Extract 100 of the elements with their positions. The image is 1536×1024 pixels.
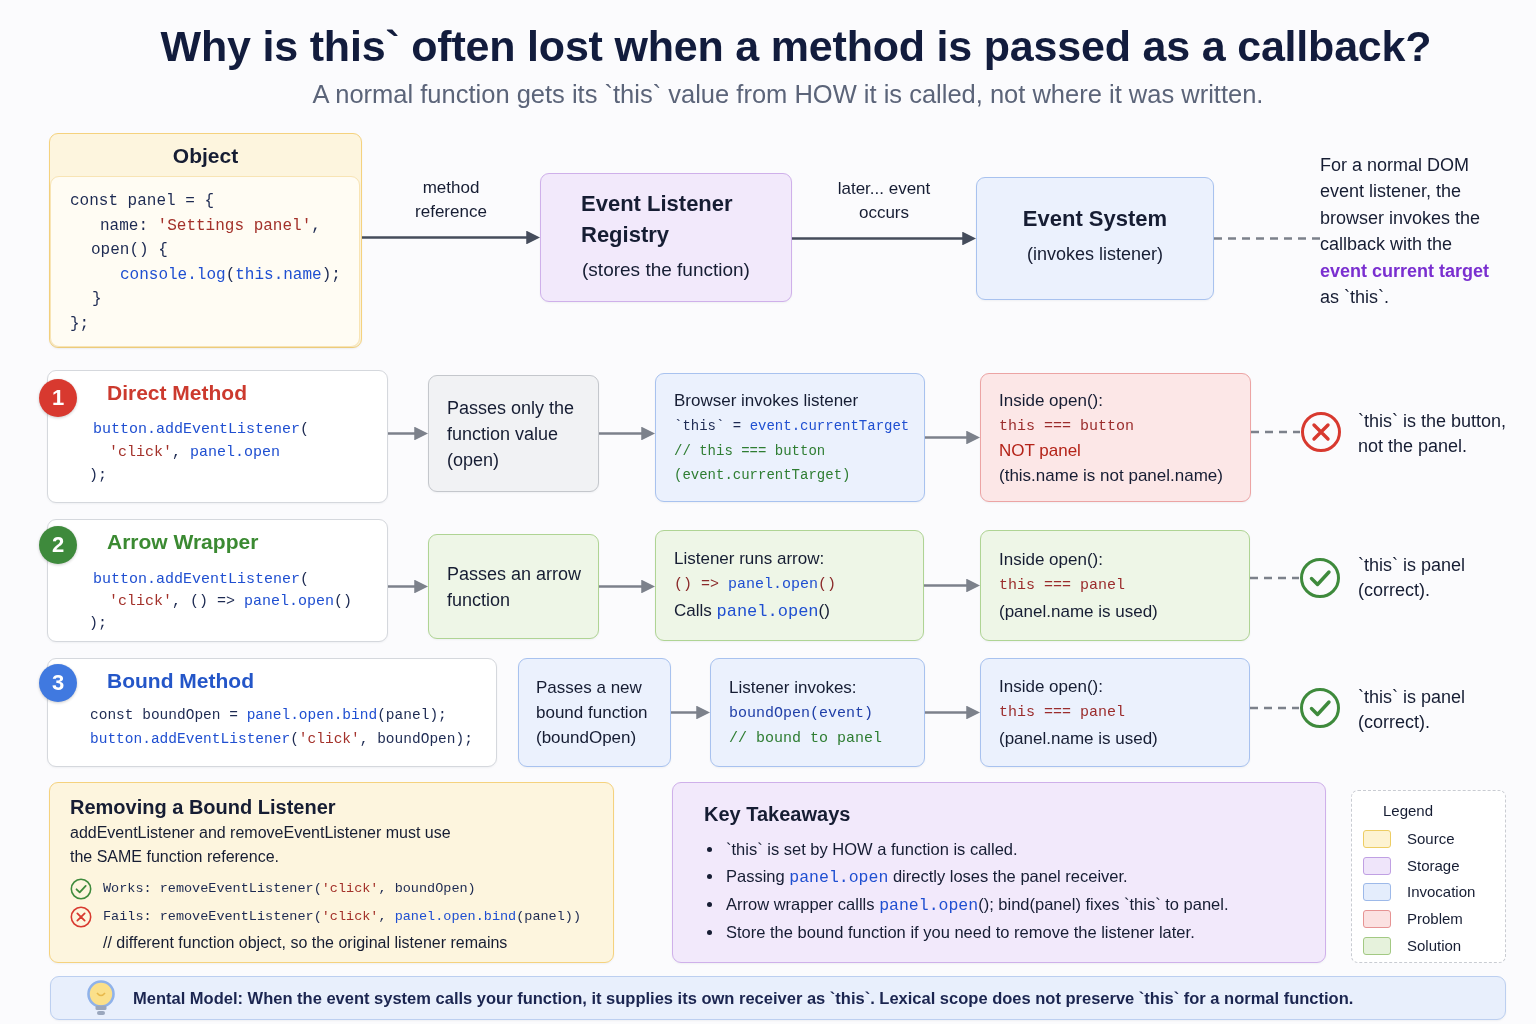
- code-line: 'click', panel.open: [109, 443, 281, 463]
- description-text: Calls panel.open(): [674, 600, 830, 623]
- code-line: () => panel.open(): [674, 575, 837, 595]
- code-line: console.log(this.name);: [120, 264, 341, 286]
- description-text: Listener runs arrow:: [674, 548, 825, 570]
- code-line: );: [89, 466, 107, 486]
- code-line: (event.currentTarget): [674, 466, 851, 485]
- description-text: Inside open():: [999, 389, 1103, 412]
- code-line: );: [89, 614, 107, 634]
- dashed-connector: [1214, 237, 1320, 240]
- note-banner: [50, 976, 1506, 1020]
- arrow: [792, 231, 976, 246]
- description-text: addEventListener and removeEventListener must use the SAME function reference.: [70, 823, 452, 867]
- result-note: `this` is panel (correct).: [1358, 554, 1467, 602]
- code-line: open() {: [91, 240, 168, 261]
- legend-label: Invocation: [1407, 882, 1476, 903]
- step-number: 1: [39, 379, 77, 417]
- heading: Arrow Wrapper: [107, 529, 259, 555]
- description-text: // different function object, so the original listener remains: [103, 933, 508, 953]
- code-line: 'click', () => panel.open(): [109, 592, 353, 612]
- code-line: button.addEventListener(: [93, 420, 310, 440]
- process-box: [710, 658, 925, 767]
- check-circle-icon: [1299, 557, 1341, 599]
- arrow: [925, 705, 980, 720]
- description-text: Inside open():: [999, 548, 1103, 571]
- heading: Object: [172, 143, 239, 169]
- takeaway-item: Arrow wrapper callls panel.open(); bind(panel) fixes `this` to panel.: [704, 891, 1229, 919]
- arrow: [362, 230, 540, 245]
- arrow: [388, 426, 428, 441]
- arrow: [599, 426, 655, 441]
- legend-label: Source: [1407, 829, 1455, 850]
- description-text: NOT panel: [999, 439, 1081, 462]
- process-box: [655, 373, 925, 502]
- takeaway-item: Store the bound function if you need to remove the listener later.: [704, 919, 1195, 946]
- edge-label: later... event occurs: [836, 177, 932, 224]
- takeaway-item: Passing panel.open directly loses the panel receiver.: [704, 863, 1128, 891]
- code-line: this === panel: [999, 702, 1126, 723]
- description-text: Browser invokes listener: [674, 390, 859, 412]
- dashed-connector: [1250, 706, 1299, 710]
- code-line: this === button: [999, 416, 1135, 437]
- code-line: Fails: removeEventListener('click', panel.open.bind(panel)): [103, 908, 581, 926]
- process-box: [428, 375, 599, 492]
- takeaways-panel: [672, 782, 1326, 963]
- description-text: (panel.name is used): [999, 727, 1158, 750]
- code-line: // bound to panel: [729, 728, 883, 749]
- code-line: this === panel: [999, 575, 1126, 596]
- heading: Event Listener Registry: [581, 189, 734, 249]
- legend-label: Storage: [1407, 855, 1460, 876]
- code-card: [47, 370, 388, 503]
- step-number: 3: [39, 664, 77, 702]
- code-line: }: [92, 289, 102, 310]
- object-card: [49, 133, 362, 348]
- code-line: button.addEventListener(: [93, 570, 310, 590]
- event-system-box: [976, 177, 1214, 300]
- legend-title: Legend: [1383, 801, 1434, 821]
- code-line: name: 'Settings panel',: [100, 215, 321, 237]
- dashed-connector: [1250, 576, 1299, 580]
- code-line: const boundOpen = panel.open.bind(panel);: [90, 706, 447, 725]
- description-text: Inside open():: [999, 675, 1103, 698]
- legend-label: Solution: [1407, 935, 1462, 956]
- heading: Bound Method: [107, 668, 254, 694]
- description-text: (invokes listener): [1026, 242, 1163, 266]
- description-text: Listener invokes:: [729, 676, 857, 699]
- arrow: [388, 579, 428, 594]
- note-text: For a normal DOM event listener, the browser invokes the callback with the event current target as `this`.: [1320, 152, 1495, 311]
- description-text: Passes only the function value (open): [447, 396, 576, 472]
- process-box: [518, 658, 671, 767]
- solution-box: [980, 530, 1250, 641]
- code-line: // this === button: [674, 442, 826, 461]
- check-circle-icon: [1299, 687, 1341, 729]
- code-line: button.addEventListener('click', boundOpen);: [90, 730, 473, 749]
- cross-circle-icon: [1300, 411, 1342, 453]
- edge-label: method reference: [414, 176, 488, 223]
- description-text: Passes a new bound function (boundOpen): [536, 677, 649, 749]
- subtitle: A normal function gets its `this` value from HOW it is called, not where it was written.: [312, 79, 1264, 110]
- code-panel: [50, 176, 360, 347]
- registry-box: [540, 173, 792, 302]
- code-line: const panel = {: [70, 191, 215, 212]
- code-line: `this` = event.currentTarget: [674, 417, 910, 436]
- arrow: [599, 579, 655, 594]
- legend-label: Problem: [1407, 909, 1463, 930]
- description-text: (this.name is not panel.name): [999, 464, 1223, 487]
- arrow: [924, 578, 980, 593]
- process-box: [428, 534, 599, 639]
- description-text: Passes an arrow function: [447, 562, 583, 612]
- code-line: };: [70, 313, 90, 335]
- code-card: [47, 519, 388, 642]
- info-panel: [49, 782, 614, 963]
- result-box: [980, 658, 1250, 767]
- heading: Event System: [1022, 204, 1168, 233]
- heading: Key Takeaways: [704, 802, 851, 827]
- description-text: (panel.name is used): [999, 600, 1158, 623]
- result-note: `this` is the button, not the panel.: [1358, 410, 1508, 458]
- description-text: Mental Model: When the event system calls your function, it supplies its own receiver as `this`. Lexical scope does not preserve `this` for a normal function.: [133, 988, 1354, 1009]
- code-line: boundOpen(event): [729, 703, 874, 724]
- heading: Direct Method: [107, 380, 247, 406]
- process-box: [655, 530, 924, 641]
- description-text: (stores the function): [582, 257, 750, 282]
- result-note: `this` is panel (correct).: [1358, 686, 1467, 734]
- problem-box: [980, 373, 1251, 502]
